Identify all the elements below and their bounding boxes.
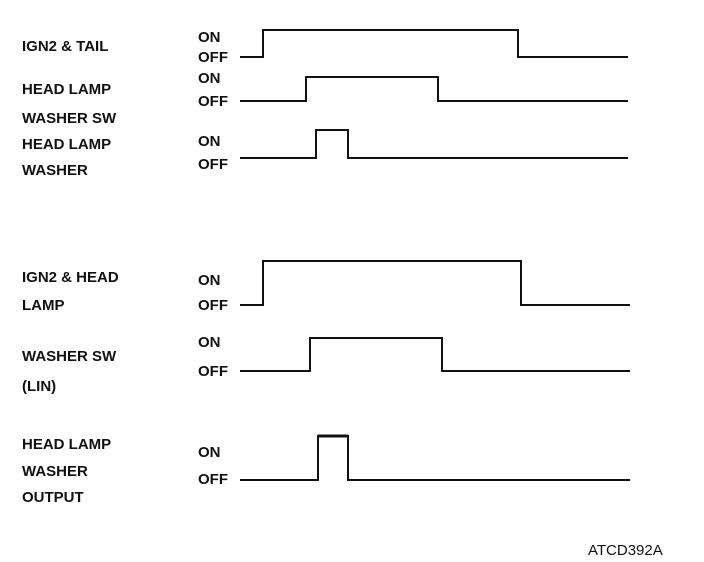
off-state-label: OFF (198, 156, 228, 173)
signal-label-line-1: HEAD LAMP (22, 136, 111, 153)
off-state-label: OFF (198, 363, 228, 380)
signal-waveform (240, 337, 630, 372)
signal-head-lamp-washer-output: HEAD LAMP WASHER OUTPUT ON OFF (22, 434, 630, 506)
signal-label-line-1: WASHER SW (22, 348, 117, 365)
signal-label-line-2: WASHER (22, 162, 88, 179)
on-state-label: ON (198, 334, 221, 351)
signal-label-line-1: IGN2 & HEAD (22, 269, 119, 286)
signal-label-line-2: (LIN) (22, 378, 56, 395)
group-2: IGN2 & HEAD LAMP ON OFF WASHER SW (LIN) … (22, 260, 630, 506)
on-state-label: ON (198, 29, 221, 46)
signal-waveform (240, 260, 630, 306)
figure-code: ATCD392A (588, 542, 663, 559)
group-1: IGN2 & TAIL ON OFF HEAD LAMP WASHER SW O… (22, 29, 628, 179)
off-state-label: OFF (198, 93, 228, 110)
signal-ign2-head-lamp: IGN2 & HEAD LAMP ON OFF (22, 260, 630, 314)
on-state-label: ON (198, 444, 221, 461)
signal-waveform (240, 76, 628, 102)
off-state-label: OFF (198, 471, 228, 488)
off-state-label: OFF (198, 297, 228, 314)
signal-label-line-2: WASHER SW (22, 110, 117, 127)
signal-ign2-tail: IGN2 & TAIL ON OFF (22, 29, 628, 66)
signal-waveform (240, 29, 628, 58)
signal-label: IGN2 & TAIL (22, 38, 108, 55)
signal-waveform (240, 435, 630, 481)
signal-label-line-1: HEAD LAMP (22, 436, 111, 453)
on-state-label: ON (198, 70, 221, 87)
signal-label-line-2: WASHER (22, 463, 88, 480)
on-state-label: ON (198, 133, 221, 150)
off-state-label: OFF (198, 49, 228, 66)
signal-waveform (240, 129, 628, 159)
signal-label-line-1: HEAD LAMP (22, 81, 111, 98)
signal-head-lamp-washer-sw: HEAD LAMP WASHER SW ON OFF (22, 70, 628, 127)
signal-washer-sw-lin: WASHER SW (LIN) ON OFF (22, 334, 630, 395)
signal-label-line-2: LAMP (22, 297, 65, 314)
signal-head-lamp-washer: HEAD LAMP WASHER ON OFF (22, 129, 628, 179)
on-state-label: ON (198, 272, 221, 289)
signal-label-line-3: OUTPUT (22, 489, 84, 506)
